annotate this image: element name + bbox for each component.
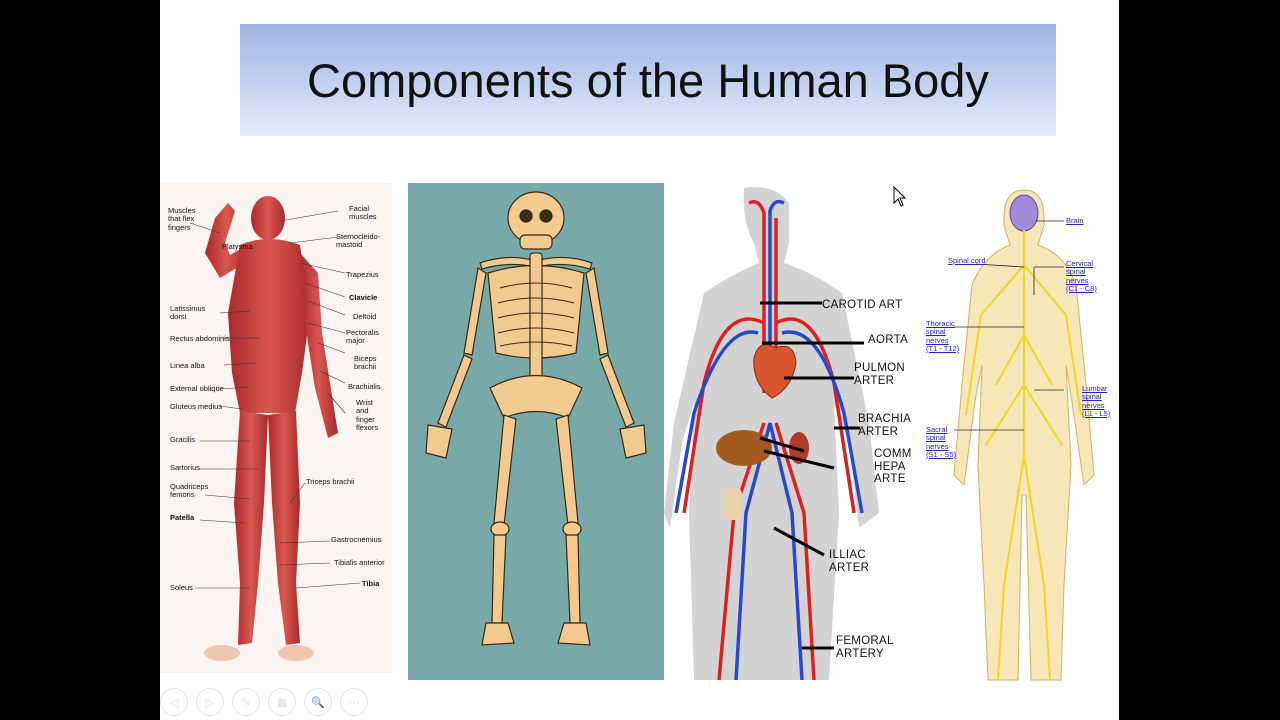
label-facial-muscles: Facial muscles bbox=[349, 204, 377, 222]
label-cervical-spinal-nerves: Cervical spinal nerves (C1 - C8) bbox=[1066, 259, 1097, 293]
label-carotid-artery: CAROTID ART bbox=[822, 299, 903, 311]
label-gluteus-medius: Gluteus medius bbox=[170, 402, 223, 411]
previous-slide-button[interactable]: ◁ bbox=[160, 688, 188, 716]
skeleton-figure bbox=[425, 191, 647, 646]
label-femoral-artery: FEMORAL ARTERY bbox=[836, 635, 894, 660]
label-sartorius: Sartorius bbox=[170, 463, 201, 472]
slideshow-controls: ◁ ▷ ✎ ▦ 🔍 ⋯ bbox=[160, 688, 368, 716]
label-tibia: Tibia bbox=[362, 579, 380, 588]
label-deltoid: Deltoid bbox=[353, 312, 377, 321]
see-all-slides-button[interactable]: ▦ bbox=[268, 688, 296, 716]
label-platysma: Platysma bbox=[222, 242, 253, 251]
label-patella: Patella bbox=[170, 513, 195, 522]
label-latissimus-dorsi: Latissimus dorsi bbox=[170, 304, 206, 322]
zoom-button[interactable]: 🔍 bbox=[304, 688, 332, 716]
label-brachial-artery: BRACHIA ARTER bbox=[858, 413, 912, 438]
label-spinal-cord: Spinal cord bbox=[948, 256, 986, 265]
muscle-figure bbox=[189, 196, 361, 661]
label-sacral-spinal-nerves: Sacral spinal nerves (S1 - S5) bbox=[926, 425, 957, 459]
label-biceps-brachii: Biceps brachii bbox=[354, 354, 377, 372]
label-gracilis: Gracilis bbox=[170, 435, 196, 444]
label-muscles-flex-fingers: Muscles that flex fingers bbox=[168, 206, 196, 232]
nervous-figure bbox=[953, 189, 1095, 681]
nervous-system-image: Brain Spinal cord Cervical spinal nerves… bbox=[926, 185, 1116, 685]
label-common-hepatic-artery: COMM HEPA ARTE bbox=[874, 448, 912, 486]
label-linea-alba: Linea alba bbox=[170, 361, 205, 370]
pen-tool-button[interactable]: ✎ bbox=[232, 688, 260, 716]
label-quadriceps-femoris: Quadriceps femoris bbox=[170, 482, 209, 500]
label-thoracic-spinal-nerves: Thoracic spinal nerves (T1 - T12) bbox=[926, 319, 960, 353]
label-pectoralis-major: Pectoralis major bbox=[346, 328, 379, 346]
title-bar: Components of the Human Body bbox=[240, 24, 1056, 136]
slide: Components of the Human Body bbox=[160, 0, 1119, 720]
label-clavicle: Clavicle bbox=[349, 293, 378, 302]
label-tibialis-anterior: Tibialis anterior bbox=[334, 558, 385, 567]
label-rectus-abdominis: Rectus abdominis bbox=[170, 334, 230, 343]
label-brachialis: Brachialis bbox=[348, 382, 381, 391]
circulatory-figure bbox=[664, 187, 879, 681]
muscular-system-image: Muscles that flex fingers Platysma Latis… bbox=[160, 183, 392, 673]
mouse-cursor-icon bbox=[893, 186, 907, 207]
slide-title: Components of the Human Body bbox=[307, 53, 989, 107]
label-trapezius: Trapezius bbox=[346, 270, 379, 279]
circulatory-system-image: CAROTID ART AORTA PULMON ARTER BRACHIA A… bbox=[664, 183, 912, 681]
label-wrist-finger-flexors: Wrist and finger flexors bbox=[356, 398, 379, 432]
label-pulmonary-artery: PULMON ARTER bbox=[854, 362, 906, 387]
more-options-button[interactable]: ⋯ bbox=[340, 688, 368, 716]
skeletal-system-image bbox=[408, 183, 664, 680]
label-soleus: Soleus bbox=[170, 583, 193, 592]
label-lumbar-spinal-nerves: Lumbar spinal nerves (L1 - L5) bbox=[1082, 384, 1111, 418]
label-triceps-brachii: Triceps brachii bbox=[306, 477, 355, 486]
label-aorta: AORTA bbox=[868, 334, 909, 346]
label-external-oblique: External oblique bbox=[170, 384, 224, 393]
next-slide-button[interactable]: ▷ bbox=[196, 688, 224, 716]
label-sternocleidomastoid: Sternocleido- mastoid bbox=[336, 232, 381, 250]
label-brain: Brain bbox=[1066, 216, 1084, 225]
label-iliac-artery: ILLIAC ARTER bbox=[829, 549, 870, 574]
label-gastrocnemius: Gastrocnemius bbox=[331, 535, 382, 544]
